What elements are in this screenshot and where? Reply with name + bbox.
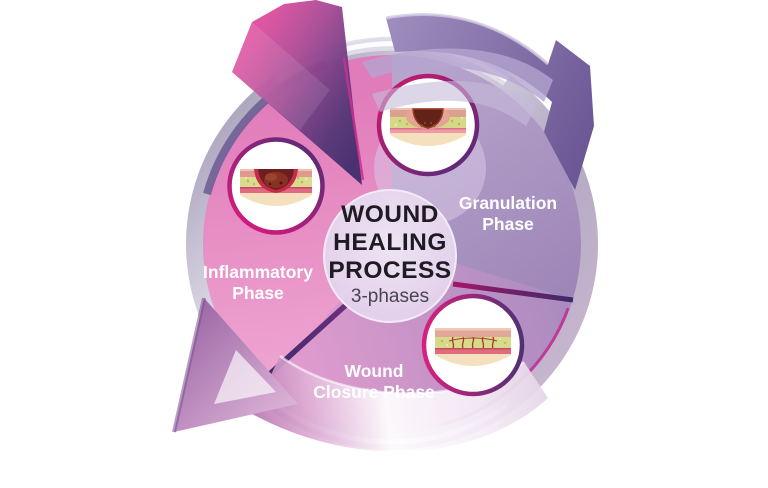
center-title-circle: WOUND HEALING PROCESS 3-phases: [323, 189, 457, 323]
granulation-phase-label-line2: Phase: [482, 214, 534, 234]
wound-closure-phase-label-line1: Wound: [345, 361, 404, 381]
center-title-line3: PROCESS: [328, 257, 451, 284]
wound-closure-phase-label-line2: Closure Phase: [313, 382, 435, 402]
phase-labels: Inflammatory Phase Granulation Phase Wou…: [203, 193, 557, 402]
granulation-phase-label-line1: Granulation: [459, 193, 557, 213]
granulation-wound-icon: [390, 108, 466, 146]
cycle-arrow-purple: [362, 13, 594, 191]
phase-circle-wound-closure: [421, 293, 525, 397]
center-subtitle: 3-phases: [351, 286, 429, 307]
inflammatory-phase-label-line2: Phase: [232, 283, 284, 303]
cycle-arrow-silver: [172, 297, 548, 452]
inflammatory-phase-label-line1: Inflammatory: [203, 262, 313, 282]
inflammatory-wound-icon: [240, 169, 312, 206]
phase-circle-inflammatory: [227, 137, 325, 235]
center-title-line2: HEALING: [333, 229, 447, 256]
segment-divider: [452, 281, 574, 303]
center-title-line1: WOUND: [341, 201, 439, 228]
wound-closure-icon: [435, 328, 511, 366]
cycle-wedge: [232, 0, 365, 185]
